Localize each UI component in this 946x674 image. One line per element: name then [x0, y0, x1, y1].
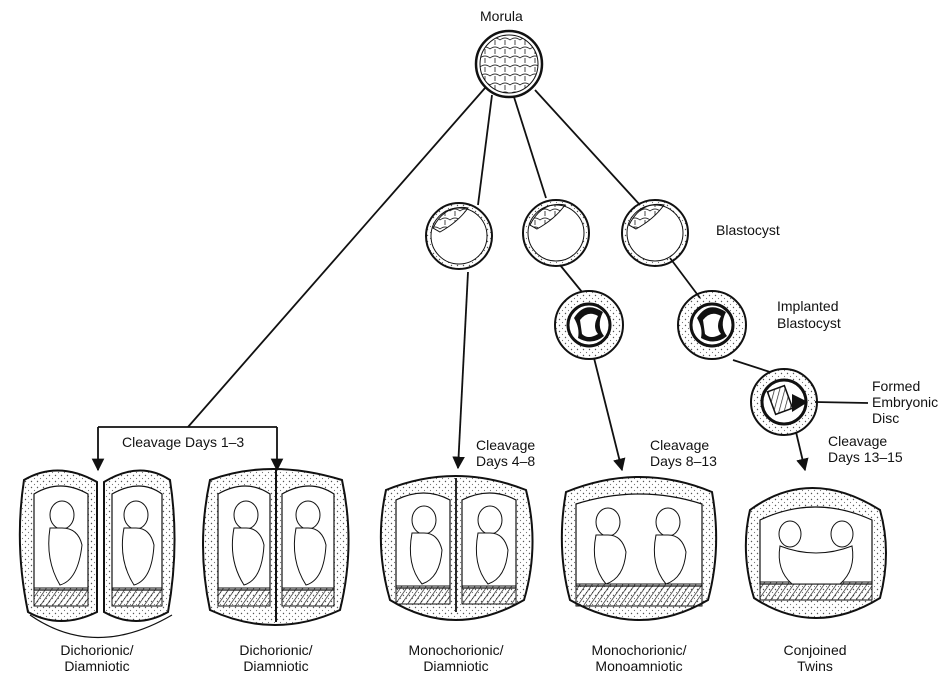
cleavage-days-4-8-line1: Cleavage	[476, 437, 536, 453]
formed-label-line1: Formed	[872, 378, 921, 394]
morula-label: Morula	[480, 8, 523, 24]
cleavage-days-1-3-label: Cleavage Days 1–3	[120, 434, 247, 450]
outcome-3-caption-line2: Diamniotic	[423, 658, 489, 674]
formed-label-line2: Embryonic	[872, 394, 939, 410]
implanted-label-line2: Blastocyst	[777, 315, 841, 331]
cleavage-days-4-8-line2: Days 4–8	[476, 453, 536, 469]
blastocyst-figures	[425, 199, 689, 270]
cleavage-days-8-13-line1: Cleavage	[650, 437, 710, 453]
cleavage-days-13-15-line2: Days 13–15	[828, 449, 903, 465]
implanted-blastocyst-figures	[554, 290, 747, 360]
outcome-1-caption-line1: Dichorionic/	[60, 642, 134, 658]
implanted-label-line1: Implanted	[777, 298, 839, 314]
morula-figure	[474, 29, 544, 99]
branch-lines	[91, 87, 869, 472]
outcome-2-caption-line1: Dichorionic/	[239, 642, 313, 658]
outcome-3-caption-line1: Monochorionic/	[408, 642, 504, 658]
formed-label-line3: Disc	[872, 410, 900, 426]
cleavage-days-8-13-line2: Days 8–13	[650, 453, 717, 469]
outcome-4-caption-line1: Monochorionic/	[591, 642, 687, 658]
outcome-3-figure	[379, 475, 534, 621]
embryonic-disc-figure	[750, 368, 818, 436]
outcome-1-caption-line2: Diamniotic	[64, 658, 130, 674]
outcome-1-figure	[18, 469, 176, 638]
outcome-5-caption-line1: Conjoined	[783, 642, 847, 658]
blastocyst-label: Blastocyst	[716, 222, 780, 238]
outcome-5-caption-line2: Twins	[797, 658, 833, 674]
outcome-2-figure	[202, 468, 350, 626]
outcome-2-caption-line2: Diamniotic	[243, 658, 309, 674]
outcome-4-caption-line2: Monoamniotic	[595, 658, 683, 674]
outcome-4-figure	[560, 476, 718, 621]
cleavage-days-13-15-line1: Cleavage	[828, 433, 888, 449]
outcome-5-figure	[744, 487, 887, 619]
